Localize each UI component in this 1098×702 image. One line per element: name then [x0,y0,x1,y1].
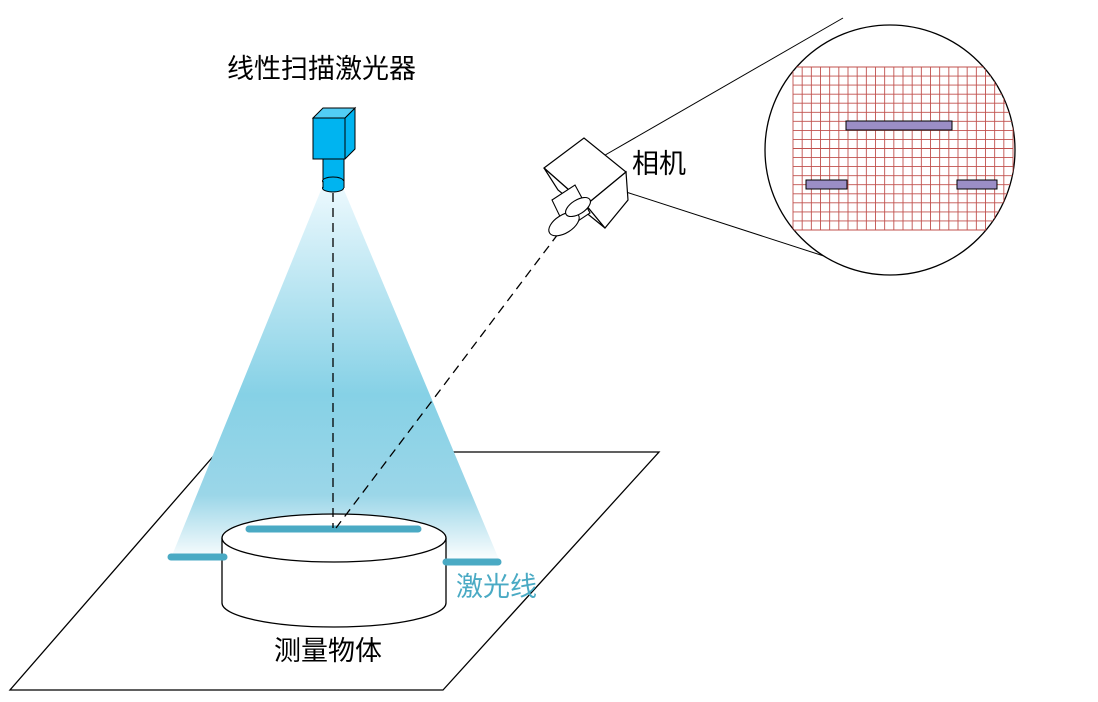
sensor-laser-line-center [845,120,953,131]
laser-line-label: 激光线 [456,572,537,603]
laser-scanner-label: 线性扫描激光器 [227,54,416,85]
laser-beam-fan [171,190,500,562]
sensor-view-circle [764,24,1016,276]
camera-view-line-upper [599,17,844,159]
camera-view-line-lower [625,191,831,259]
camera-icon [543,137,629,237]
sensor-pixel-grid [792,66,1014,231]
camera-label: 相机 [632,149,686,180]
sensor-laser-line-left [805,179,848,190]
measurement-object-label: 测量物体 [274,636,382,667]
sensor-laser-line-right [956,179,998,190]
camera-optical-axis [335,233,559,529]
laser-scanner-icon [311,106,357,193]
projected-laser-line [167,525,502,566]
